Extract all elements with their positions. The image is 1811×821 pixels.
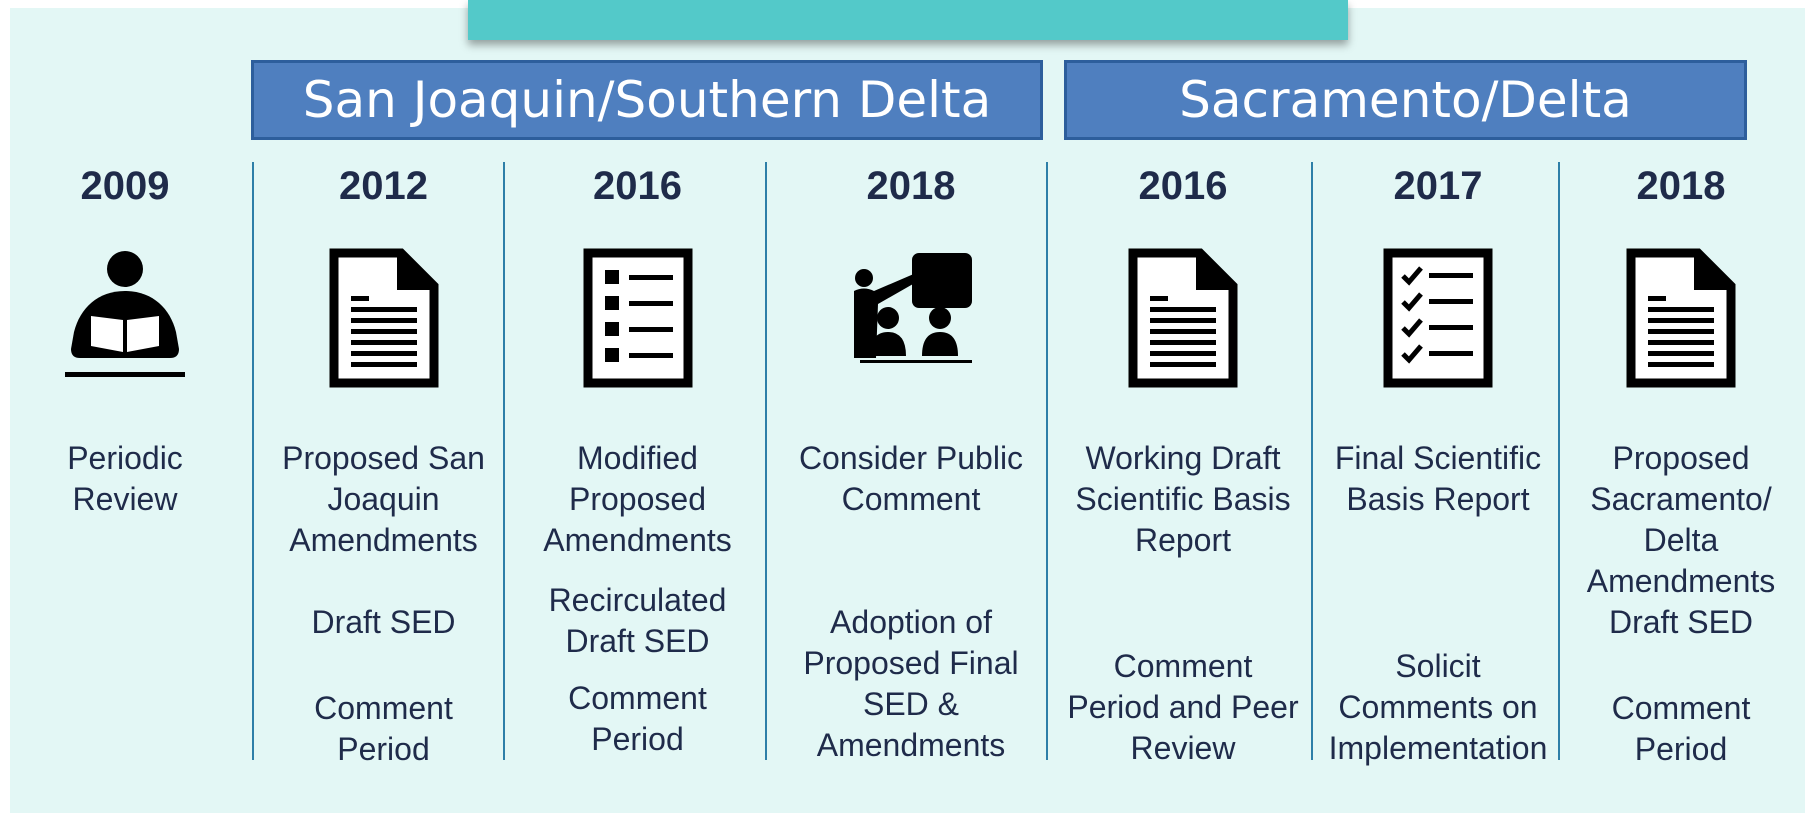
milestone-text: Solicit Comments on Implementation (1328, 648, 1548, 766)
list-icon (520, 248, 755, 388)
column-divider (503, 162, 505, 760)
year-label: 2018 (866, 164, 956, 208)
column-divider (1046, 162, 1048, 760)
timeline-panel (10, 8, 1805, 813)
year-label: 2017 (1393, 164, 1483, 208)
sacramento-banner: Sacramento/Delta (1064, 60, 1747, 140)
milestone-text: Final Scientific Basis Report (1334, 440, 1542, 517)
year-label: 2016 (1138, 164, 1228, 208)
milestone-text: Comment Period and Peer Review (1067, 648, 1299, 766)
document-icon (1064, 248, 1302, 388)
milestone-text: Draft SED (1608, 604, 1754, 640)
milestone-text: Recirculated Draft SED (548, 582, 727, 659)
milestone-text: Proposed Sacramento/ Delta Amendments (1586, 440, 1776, 599)
milestone-text: Adoption of Proposed Final SED & Amendme… (803, 604, 1019, 763)
column-divider (765, 162, 767, 760)
column-divider (1558, 162, 1560, 760)
milestone-text: Proposed San Joaquin Amendments (282, 440, 485, 558)
year-label: 2016 (593, 164, 682, 208)
reading-person-icon (40, 248, 210, 388)
milestone-text: Comment Period (1611, 690, 1751, 767)
milestone-text: Draft SED (311, 604, 456, 640)
year-label: 2018 (1636, 164, 1726, 208)
san-joaquin-banner: San Joaquin/Southern Delta (251, 60, 1043, 140)
milestone-text: Comment Period (568, 680, 707, 757)
column-divider (252, 162, 254, 760)
document-icon (274, 248, 493, 388)
milestone-text: Working Draft Scientific Basis Report (1075, 440, 1291, 558)
milestone-text: Comment Period (314, 690, 453, 767)
checklist-icon (1318, 248, 1558, 388)
document-icon (1574, 248, 1788, 388)
year-label: 2012 (339, 164, 428, 208)
milestone-text: Modified Proposed Amendments (543, 440, 732, 558)
year-label: 2009 (80, 164, 170, 208)
milestone-text: Periodic Review (67, 440, 183, 517)
milestone-text: Consider Public Comment (798, 440, 1024, 517)
presentation-icon (782, 248, 1040, 388)
column-divider (1311, 162, 1313, 760)
title-bar (468, 0, 1348, 40)
